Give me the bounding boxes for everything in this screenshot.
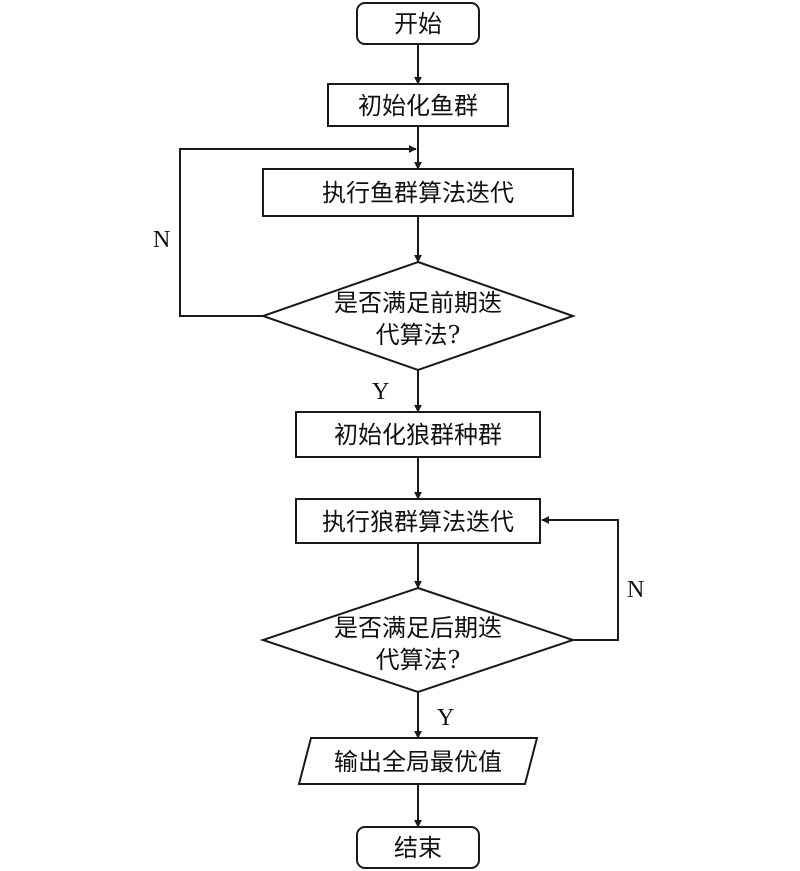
- decision2-yes-label: Y: [437, 705, 454, 731]
- init-fish-label: 初始化鱼群: [358, 92, 478, 120]
- end-label: 结束: [394, 834, 442, 862]
- arrow-decision2-no-loop: [541, 516, 619, 641]
- decision1-label-line2: 代算法?: [376, 321, 461, 349]
- init-fish-node: 初始化鱼群: [327, 83, 509, 127]
- output-label: 输出全局最优值: [334, 748, 502, 776]
- decision1-no-label: N: [153, 227, 170, 253]
- decision2-label-line2: 代算法?: [376, 646, 461, 674]
- fish-iteration-label: 执行鱼群算法迭代: [322, 179, 514, 207]
- decision1-yes-label: Y: [372, 379, 389, 405]
- start-node: 开始: [356, 2, 480, 45]
- decision1-node: 是否满足前期迭 代算法?: [259, 260, 577, 372]
- decision2-node: 是否满足后期迭 代算法?: [259, 586, 577, 694]
- end-node: 结束: [356, 826, 480, 869]
- decision2-no-label: N: [627, 577, 644, 603]
- output-node: 输出全局最优值: [297, 737, 539, 785]
- start-label: 开始: [394, 10, 442, 38]
- arrow-decision1-no-loop: [179, 145, 417, 317]
- fish-iteration-node: 执行鱼群算法迭代: [262, 168, 574, 217]
- wolf-iteration-node: 执行狼群算法迭代: [295, 498, 541, 544]
- wolf-iteration-label: 执行狼群算法迭代: [322, 508, 514, 536]
- decision1-label-line1: 是否满足前期迭: [334, 289, 502, 317]
- decision2-label-line1: 是否满足后期迭: [334, 614, 502, 642]
- init-wolf-node: 初始化狼群种群: [295, 411, 541, 458]
- init-wolf-label: 初始化狼群种群: [334, 421, 502, 449]
